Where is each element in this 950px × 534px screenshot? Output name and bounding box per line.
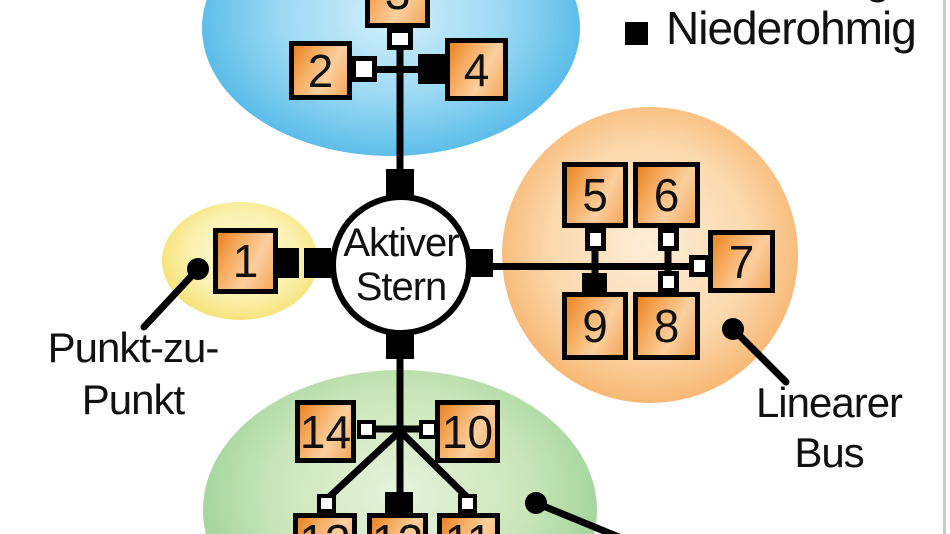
star-port-bottom-icon (386, 333, 414, 359)
node-label-4: 4 (463, 43, 490, 96)
line-junction-diag-left (324, 428, 403, 502)
open-connector-node7-icon (689, 255, 710, 277)
legend-label-hochohmig: Hochohmig (666, 0, 891, 2)
open-connector-node10-icon (419, 420, 438, 439)
star-port-left-icon (304, 248, 331, 278)
open-connector-node6-icon (658, 228, 679, 251)
node-label-5: 5 (582, 169, 608, 221)
node-box-14: 14 (295, 400, 356, 463)
node-box-2: 2 (289, 41, 352, 100)
node-label-10: 10 (441, 405, 494, 458)
node-label-12: 12 (372, 518, 423, 534)
line-junction-diag-right (397, 428, 472, 502)
open-connector-node8-icon (658, 271, 679, 293)
image-right-border (943, 0, 946, 534)
node-box-12: 12 (367, 513, 428, 534)
node-label-3: 3 (385, 0, 411, 16)
node-label-14: 14 (299, 405, 352, 458)
filled-connector-node12-icon (385, 492, 413, 513)
linear-bus-label: Linearer Bus (755, 379, 903, 476)
node-box-1: 1 (213, 228, 278, 294)
callout-line-bottom-star (532, 499, 621, 534)
filled-connector-node4-icon (418, 54, 448, 84)
node-box-9: 9 (562, 292, 628, 360)
filled-connector-node1-icon (277, 248, 299, 278)
node-label-1: 1 (232, 235, 259, 287)
node-label-11: 11 (445, 518, 493, 534)
legend-filled-square-icon (625, 22, 648, 45)
node-box-5: 5 (562, 162, 628, 228)
open-connector-node13-icon (317, 494, 336, 513)
open-connector-node11-icon (458, 494, 477, 513)
node-label-6: 6 (653, 169, 680, 221)
node-label-9: 9 (582, 300, 608, 352)
filled-connector-node9-icon (582, 273, 607, 292)
node-box-10: 10 (435, 400, 500, 463)
open-connector-node14-icon (357, 420, 376, 439)
legend-label-niederohmig: Niederohmig (666, 2, 917, 54)
open-connector-node2-icon (351, 56, 377, 82)
point-to-point-label: Punkt-zu- Punkt (47, 324, 220, 423)
node-label-13: 13 (299, 518, 350, 534)
node-box-3: 3 (365, 0, 430, 28)
node-box-11: 11 (437, 513, 500, 534)
active-star-label: Aktiver Stern (343, 221, 459, 309)
active-star-circle: Aktiver Stern (330, 194, 472, 336)
node-label-2: 2 (307, 44, 334, 97)
node-box-13: 13 (293, 513, 357, 534)
open-connector-node5-icon (585, 228, 606, 251)
node-box-6: 6 (633, 162, 700, 228)
callout-line-linear-bus (729, 325, 790, 386)
callout-line-point-to-point (140, 265, 202, 331)
open-connector-node3-icon (387, 28, 413, 50)
node-box-8: 8 (633, 292, 700, 360)
star-port-top-icon (386, 169, 414, 197)
node-box-4: 4 (445, 38, 508, 101)
node-box-7: 7 (708, 230, 775, 293)
node-label-7: 7 (728, 235, 755, 288)
node-label-8: 8 (653, 300, 680, 352)
